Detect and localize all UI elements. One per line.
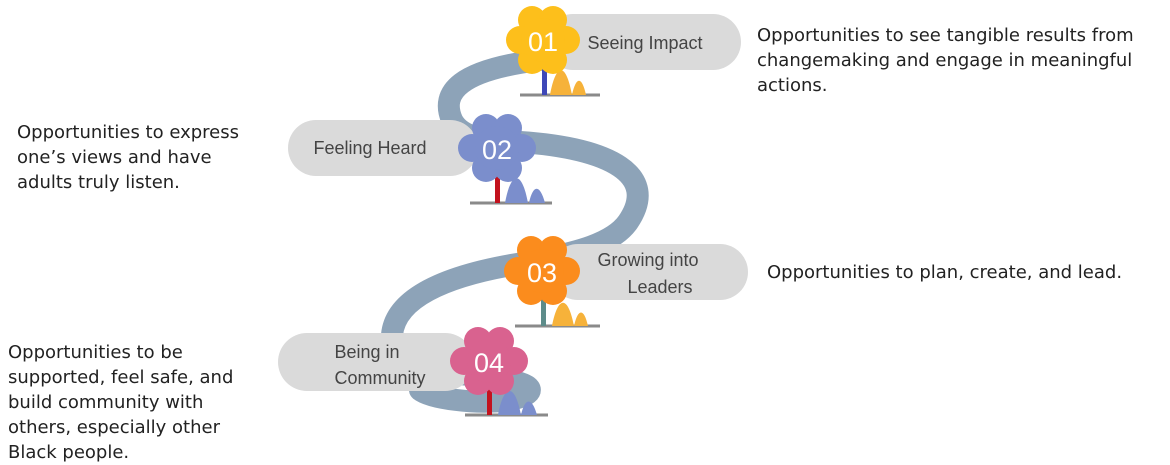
step-4: Being in Community 04 [278,327,548,417]
step-3-label-line-2: Leaders [627,277,692,297]
step-3-number: 03 [527,258,557,288]
step-4-flower [450,327,528,395]
step-4-stem [487,382,492,415]
step-2-stem [495,170,500,203]
step-3-stem [541,294,546,326]
step-3: Growing into Leaders 03 [504,236,748,328]
step-2-label: Feeling Heard [313,138,426,158]
step-2-flower [458,114,536,182]
step-3-description: Opportunities to plan, create, and lead. [767,262,1123,283]
step-3-flower [504,236,580,305]
step-1-description: Opportunities to see tangible results fr… [757,25,1134,96]
step-4-number: 04 [474,348,504,378]
step-1-number: 01 [528,27,558,57]
journey-diagram: Seeing Impact 01 Feeling Heard 02 Growin… [278,6,748,417]
step-1-hills [550,70,586,95]
step-1-label: Seeing Impact [587,33,702,53]
step-1-flower [506,6,580,74]
step-4-pill [278,333,474,391]
step-2-hills [505,178,545,203]
step-4-label-line-2: Community [334,368,425,388]
step-1-stem [542,63,547,95]
step-3-hills [552,302,588,326]
step-4-label-line-1: Being in [334,342,399,362]
step-1: Seeing Impact 01 [506,6,741,97]
step-3-pill [550,244,748,300]
step-4-hills [498,391,537,415]
step-3-label-line-1: Growing into [597,250,698,270]
step-2-pill [288,120,478,176]
step-2-number: 02 [482,135,512,165]
step-2-description: Opportunities to express one’s views and… [17,122,240,193]
step-2: Feeling Heard 02 [288,114,552,205]
step-4-description: Opportunities to be supported, feel safe… [8,342,234,463]
step-1-pill [545,14,741,70]
